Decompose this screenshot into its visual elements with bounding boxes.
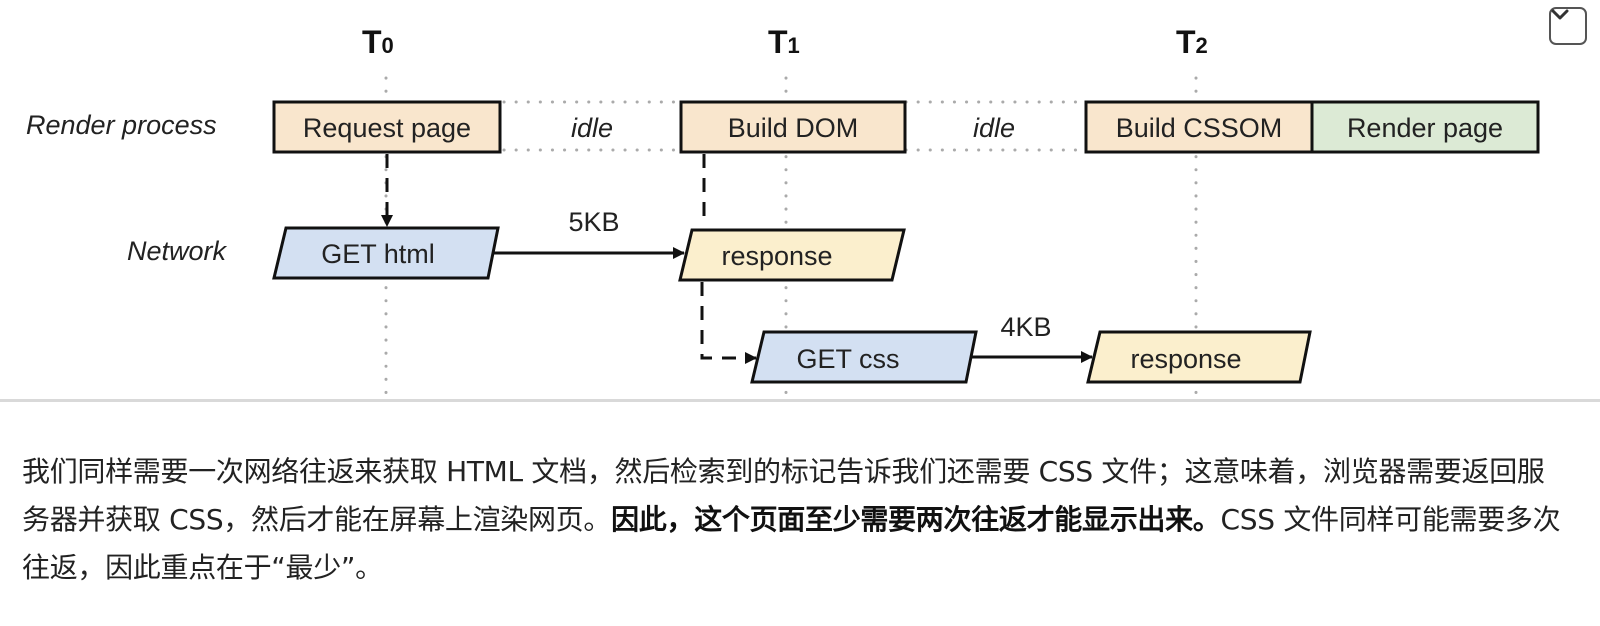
page-load-timeline-diagram: T0 T1 T2 Render process Network Request … [0,7,1600,402]
block-shape [678,228,906,282]
dependency-arrows [381,154,757,364]
lane-label-network: Network [127,236,228,266]
transfer-size-css: 4KB [1000,312,1051,342]
network-block-get-css: GET css [750,330,978,384]
block-label: Render page [1347,113,1503,143]
block-shape [750,330,978,384]
block-shape [1310,100,1540,154]
block-shape [1084,100,1314,154]
dependency-arrow-response-to-get-css [700,282,757,364]
block-label: response [721,241,832,271]
transfer-size-html: 5KB [568,207,619,237]
render-process-lane: Request page idle Build DOM idle Build C… [272,100,1540,154]
idle-guides [502,100,1084,152]
block-label: Build CSSOM [1116,113,1283,143]
block-label: response [1130,344,1241,374]
block-label: Build DOM [728,113,859,143]
render-block-build-cssom: Build CSSOM [1084,100,1314,154]
render-block-request-page: Request page [272,100,502,154]
block-label: GET html [321,239,435,269]
block-shape [272,226,500,280]
render-block-render-page: Render page [1310,100,1540,154]
block-shape [1086,330,1312,384]
paragraph-text: 我们同样需要一次网络往返来获取 HTML 文档，然后检索到的标记告诉我们还需要 … [22,455,1545,536]
network-block-get-html: GET html [272,226,500,280]
network-block-css-response: response [1086,330,1312,384]
idle-label: idle [973,113,1015,143]
render-block-build-dom: Build DOM [679,100,907,154]
network-block-html-response: response [678,228,906,282]
diagram-canvas: T0 T1 T2 Render process Network Request … [26,24,1540,400]
block-shape [679,100,907,154]
block-label: Request page [303,113,471,143]
block-shape [272,100,502,154]
paragraph-emphasis: 因此，这个页面至少需要两次往返才能显示出来。 [611,503,1221,536]
time-marker-t2: T2 [1176,24,1208,60]
network-lane: GET html response GET css response [272,226,1312,384]
transfer-arrows [492,247,1093,363]
idle-label: idle [571,113,613,143]
article-paragraph: 我们同样需要一次网络往返来获取 HTML 文档，然后检索到的标记告诉我们还需要 … [22,448,1562,592]
chevron-down-icon [1551,9,1569,20]
block-label: GET css [796,344,899,374]
time-marker-t1: T1 [768,24,800,60]
time-marker-t0: T0 [362,24,394,60]
expand-button[interactable] [1549,7,1587,45]
lane-label-render-process: Render process [26,110,217,140]
paragraph-text-tail: CSS 文件同样可能需要多次往返，因此重点在于“最少”。 [22,503,1561,584]
